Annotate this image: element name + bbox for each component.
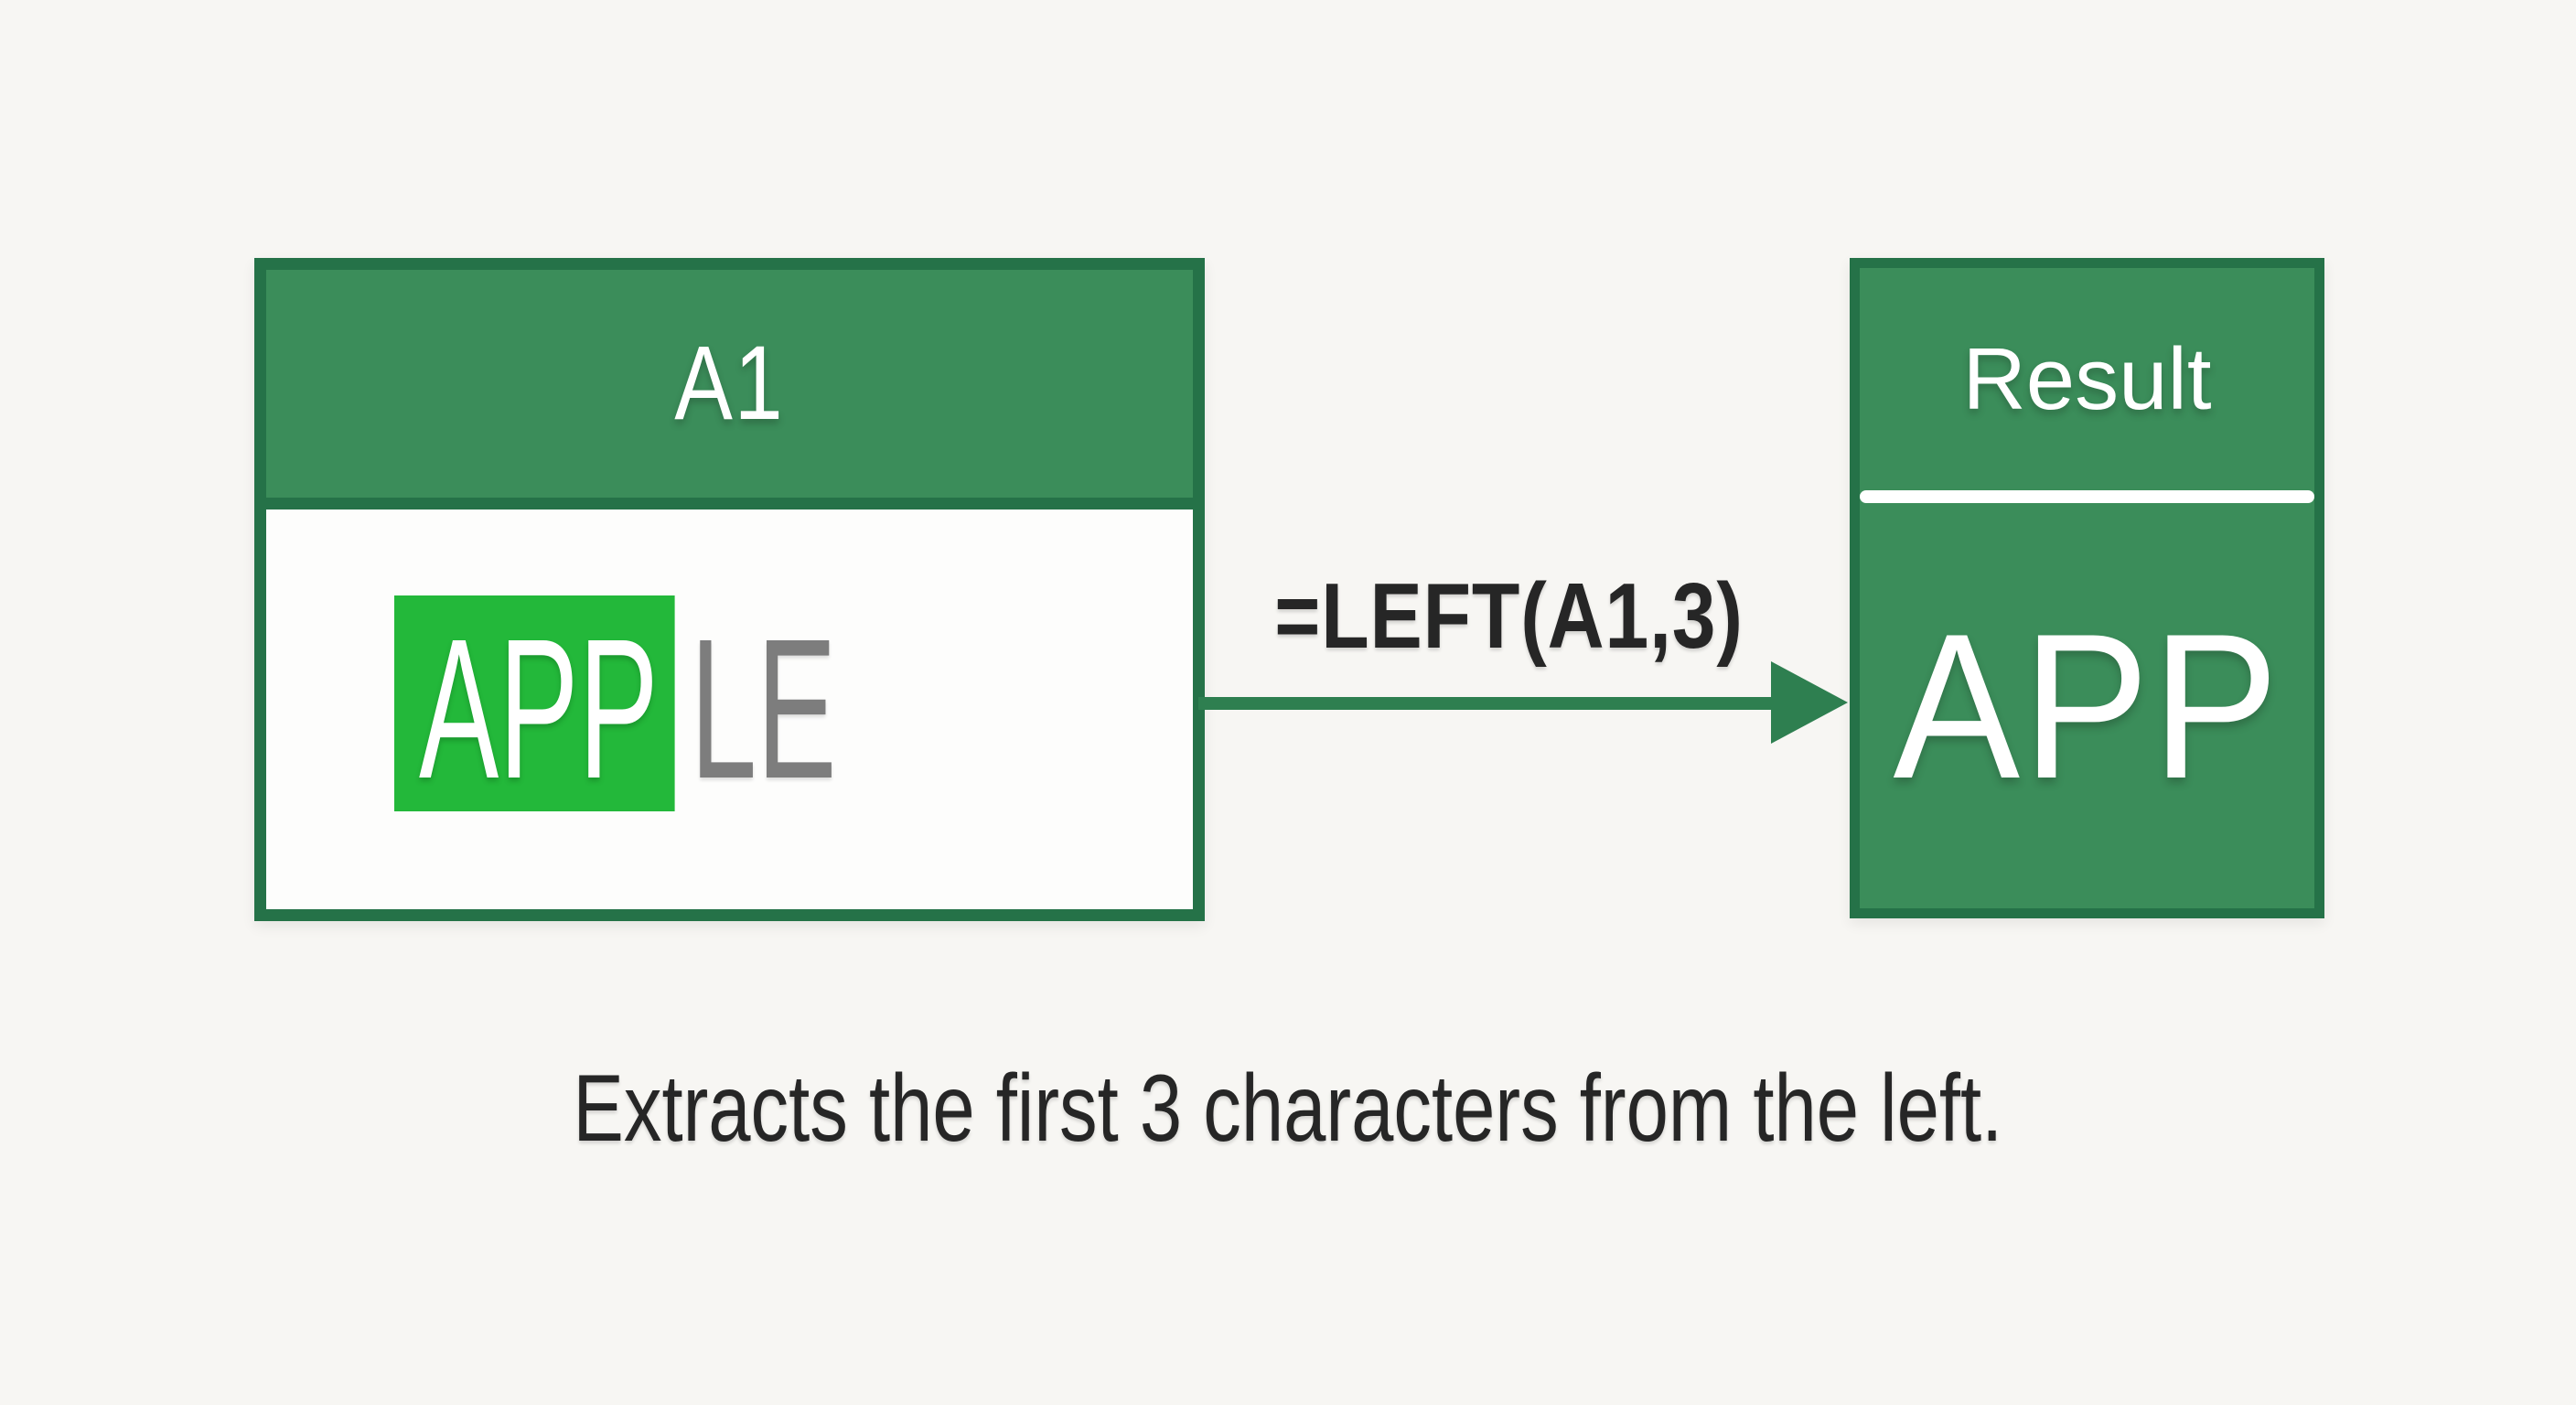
remaining-substring-text: LE — [690, 598, 837, 820]
formula-label: =LEFT(A1,3) — [1274, 565, 1744, 668]
result-box: Result APP — [1850, 258, 2324, 918]
caption-text: Extracts the first 3 characters from the… — [573, 1056, 2003, 1162]
result-value-text: APP — [1893, 589, 2281, 821]
result-divider-line — [1860, 490, 2314, 503]
result-box-header: Result — [1860, 268, 2314, 490]
flow-arrow-shaft — [1198, 697, 1780, 710]
formula-label-container: =LEFT(A1,3) — [1275, 563, 1744, 670]
source-cell-reference-label: A1 — [674, 325, 785, 442]
result-value-area: APP — [1860, 503, 2314, 908]
caption-container: Extracts the first 3 characters from the… — [0, 1055, 2576, 1164]
extracted-substring-highlight: APP — [394, 595, 675, 811]
source-cell-header: A1 — [266, 270, 1193, 509]
arrow-right-icon — [1771, 661, 1848, 744]
result-header-label: Result — [1962, 329, 2212, 428]
